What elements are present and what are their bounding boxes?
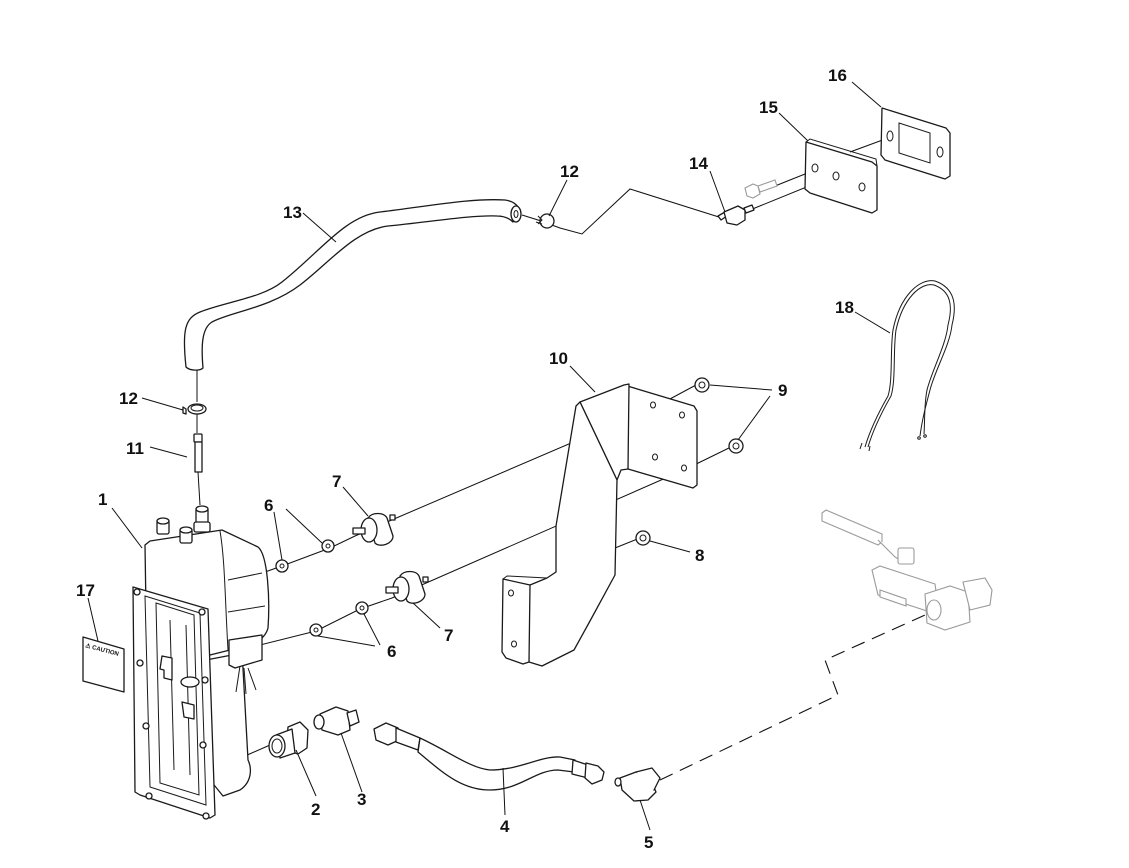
- assembly-line-conn11: [197, 471, 201, 506]
- washer-1[interactable]: [275, 559, 289, 573]
- callout-leaders: [87, 81, 891, 831]
- callout-7b: 7: [444, 626, 453, 645]
- nut-upper[interactable]: [694, 377, 710, 393]
- bracket-hole: [511, 640, 517, 648]
- callout-16: 16: [828, 66, 847, 85]
- callout-12a: 12: [560, 162, 579, 181]
- callout-17: 17: [76, 581, 95, 600]
- elbow-barb-fitting[interactable]: [717, 204, 755, 226]
- callout-7a: 7: [332, 472, 341, 491]
- callout-11: 11: [126, 439, 144, 458]
- bracket-hole: [508, 589, 514, 597]
- isolator-mount-upper[interactable]: [352, 512, 396, 546]
- wire-harness[interactable]: [859, 280, 955, 452]
- hydraulic-hose[interactable]: [373, 722, 605, 791]
- callout-10: 10: [549, 349, 568, 368]
- callout-4: 4: [500, 817, 510, 836]
- callout-labels: 1 2 3 4 5 6 6 7 7 8 9 10 11 12 12 13 14 …: [76, 66, 854, 852]
- callout-2: 2: [311, 800, 320, 819]
- callout-3: 3: [357, 790, 366, 809]
- isolator-mount-lower[interactable]: [385, 570, 429, 604]
- hose-end: [510, 205, 522, 223]
- callout-1: 1: [98, 490, 107, 509]
- callout-5: 5: [644, 833, 653, 852]
- tube-connector[interactable]: [193, 433, 203, 473]
- mounting-bracket[interactable]: [501, 383, 698, 667]
- assembly-line-top-route: [521, 188, 723, 235]
- gasket[interactable]: [880, 107, 951, 180]
- bolt[interactable]: [744, 179, 778, 199]
- hose-clamp-upper[interactable]: [535, 213, 555, 229]
- hose-clamp-lower[interactable]: [182, 403, 207, 415]
- bracket-hole: [650, 401, 656, 409]
- callout-18: 18: [835, 298, 854, 317]
- bracket-hole: [681, 464, 687, 472]
- elbow-fitting-90[interactable]: [614, 767, 661, 802]
- callout-6a: 6: [264, 496, 273, 515]
- callout-6b: 6: [387, 642, 396, 661]
- nut-8[interactable]: [635, 530, 651, 546]
- ball-valve[interactable]: [821, 509, 993, 631]
- assembly-line-valve: [659, 614, 926, 781]
- reservoir-housing[interactable]: [132, 505, 270, 820]
- callout-12b: 12: [119, 389, 138, 408]
- assembly-line-adapter: [244, 744, 271, 757]
- breather-hose[interactable]: [183, 199, 522, 371]
- hex-adapter-fitting[interactable]: [268, 721, 309, 759]
- mounting-plate[interactable]: [804, 138, 878, 214]
- callout-14: 14: [689, 154, 708, 173]
- bracket-hole: [679, 411, 685, 419]
- bracket-hole: [652, 453, 658, 461]
- nut-lower[interactable]: [728, 438, 744, 454]
- washer-3[interactable]: [309, 623, 323, 637]
- callout-8: 8: [695, 546, 704, 565]
- caution-decal[interactable]: ⚠ CAUTION: [82, 636, 125, 693]
- assembly-lines: [196, 137, 926, 781]
- callout-9: 9: [778, 381, 787, 400]
- elbow-fitting[interactable]: [313, 706, 360, 736]
- washer-4[interactable]: [355, 601, 369, 615]
- callout-15: 15: [759, 98, 778, 117]
- washer-2[interactable]: [321, 539, 335, 553]
- callout-13: 13: [283, 203, 302, 222]
